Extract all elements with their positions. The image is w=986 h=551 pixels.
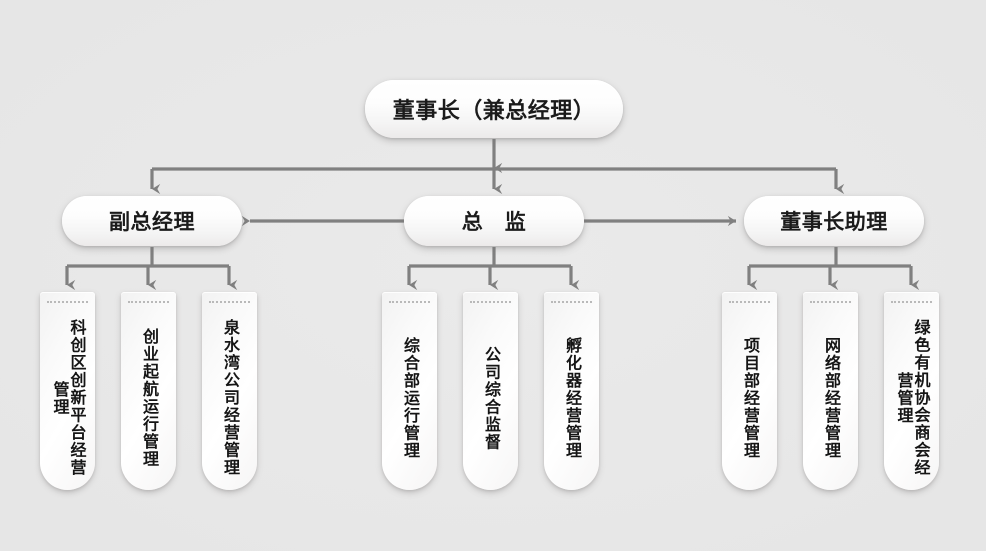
leaf-node-quanshuiwan-company-label: 泉水湾公司经营管理 <box>220 319 240 477</box>
node-director-label: 总 监 <box>461 210 527 234</box>
leaf-node-incubator-management[interactable]: 孵化器经营管理 <box>544 292 599 490</box>
leaf-node-company-supervision-label: 公司综合监督 <box>481 345 501 451</box>
leaf-node-general-dept-operations-label: 综合部运行管理 <box>400 336 420 460</box>
leaf-node-kechuang-platform[interactable]: 科创区创新平台经营管理 <box>40 292 95 490</box>
leaf-dashed-divider <box>891 301 932 303</box>
leaf-dashed-divider <box>729 301 770 303</box>
leaf-dashed-divider <box>209 301 250 303</box>
leaf-node-general-dept-operations[interactable]: 综合部运行管理 <box>382 292 437 490</box>
leaf-node-company-supervision[interactable]: 公司综合监督 <box>463 292 518 490</box>
node-deputy-general-manager[interactable]: 副总经理 <box>62 196 242 246</box>
node-chairman-label: 董事长（兼总经理） <box>392 99 596 124</box>
node-chairman[interactable]: 董事长（兼总经理） <box>365 80 623 138</box>
node-deputy-general-manager-label: 副总经理 <box>109 210 195 234</box>
leaf-node-network-dept[interactable]: 网络部经营管理 <box>803 292 858 490</box>
leaf-dashed-divider <box>470 301 511 303</box>
leaf-dashed-divider <box>47 301 88 303</box>
leaf-node-kechuang-platform-label: 科创区创新平台经营管理 <box>50 319 87 477</box>
leaf-node-green-organic-association[interactable]: 绿色有机协会商会经营管理 <box>884 292 939 490</box>
leaf-node-network-dept-label: 网络部经营管理 <box>821 336 841 460</box>
leaf-dashed-divider <box>389 301 430 303</box>
leaf-node-project-dept[interactable]: 项目部经营管理 <box>722 292 777 490</box>
leaf-dashed-divider <box>551 301 592 303</box>
node-chairman-assistant[interactable]: 董事长助理 <box>744 196 924 246</box>
leaf-node-green-organic-association-label: 绿色有机协会商会经营管理 <box>894 319 931 477</box>
leaf-node-incubator-management-label: 孵化器经营管理 <box>562 336 582 460</box>
leaf-dashed-divider <box>128 301 169 303</box>
leaf-dashed-divider <box>810 301 851 303</box>
node-director[interactable]: 总 监 <box>404 196 584 246</box>
node-chairman-assistant-label: 董事长助理 <box>780 210 888 234</box>
leaf-node-startup-voyage[interactable]: 创业起航运行管理 <box>121 292 176 490</box>
leaf-node-project-dept-label: 项目部经营管理 <box>740 336 760 460</box>
leaf-node-startup-voyage-label: 创业起航运行管理 <box>139 328 159 468</box>
leaf-node-quanshuiwan-company[interactable]: 泉水湾公司经营管理 <box>202 292 257 490</box>
